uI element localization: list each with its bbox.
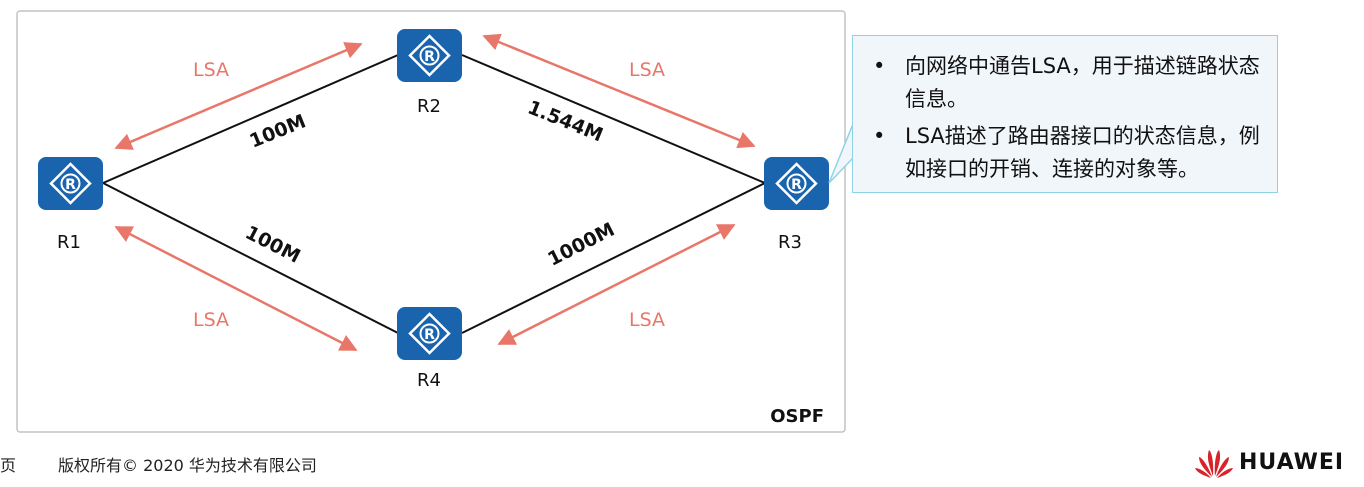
huawei-petal-icon [1195,450,1233,478]
page-number-suffix: 页 [0,456,17,475]
router-label: R3 [778,232,802,253]
svg-text:R: R [424,49,435,65]
svg-text:R: R [65,177,76,193]
callout-bullet: 向网络中通告LSA，用于描述链路状态信息。 [873,50,1261,116]
router-r1[interactable]: R [38,157,103,210]
huawei-logo: HUAWEI [1194,446,1344,480]
router-label: R1 [57,232,81,253]
router-r4[interactable]: R [397,307,462,360]
router-icon [775,162,818,205]
lsa-arrow [114,225,358,352]
lsa-label: LSA [193,59,229,81]
router-icon [408,312,451,355]
callout-box: 向网络中通告LSA，用于描述链路状态信息。 LSA描述了路由器接口的状态信息，例… [852,35,1278,193]
router-label: R4 [417,370,441,391]
router-label: R2 [417,96,441,117]
lsa-arrow [497,223,736,346]
brand-wordmark: HUAWEI [1239,450,1345,475]
svg-text:R: R [424,327,435,343]
lsa-label: LSA [629,309,665,331]
lsa-label: LSA [629,59,665,81]
router-icon [408,34,451,77]
router-r2[interactable]: R [397,29,462,82]
lsa-label: LSA [193,309,229,331]
callout-bullet: LSA描述了路由器接口的状态信息，例如接口的开销、连接的对象等。 [873,120,1261,186]
router-r3[interactable]: R [764,157,829,210]
copyright-text: 版权所有© 2020 华为技术有限公司 [58,456,317,475]
lsa-arrow [482,33,756,149]
lsa-arrow [114,42,363,150]
router-icon [49,162,92,205]
ospf-area-label: OSPF [770,406,824,427]
svg-text:R: R [791,177,802,193]
